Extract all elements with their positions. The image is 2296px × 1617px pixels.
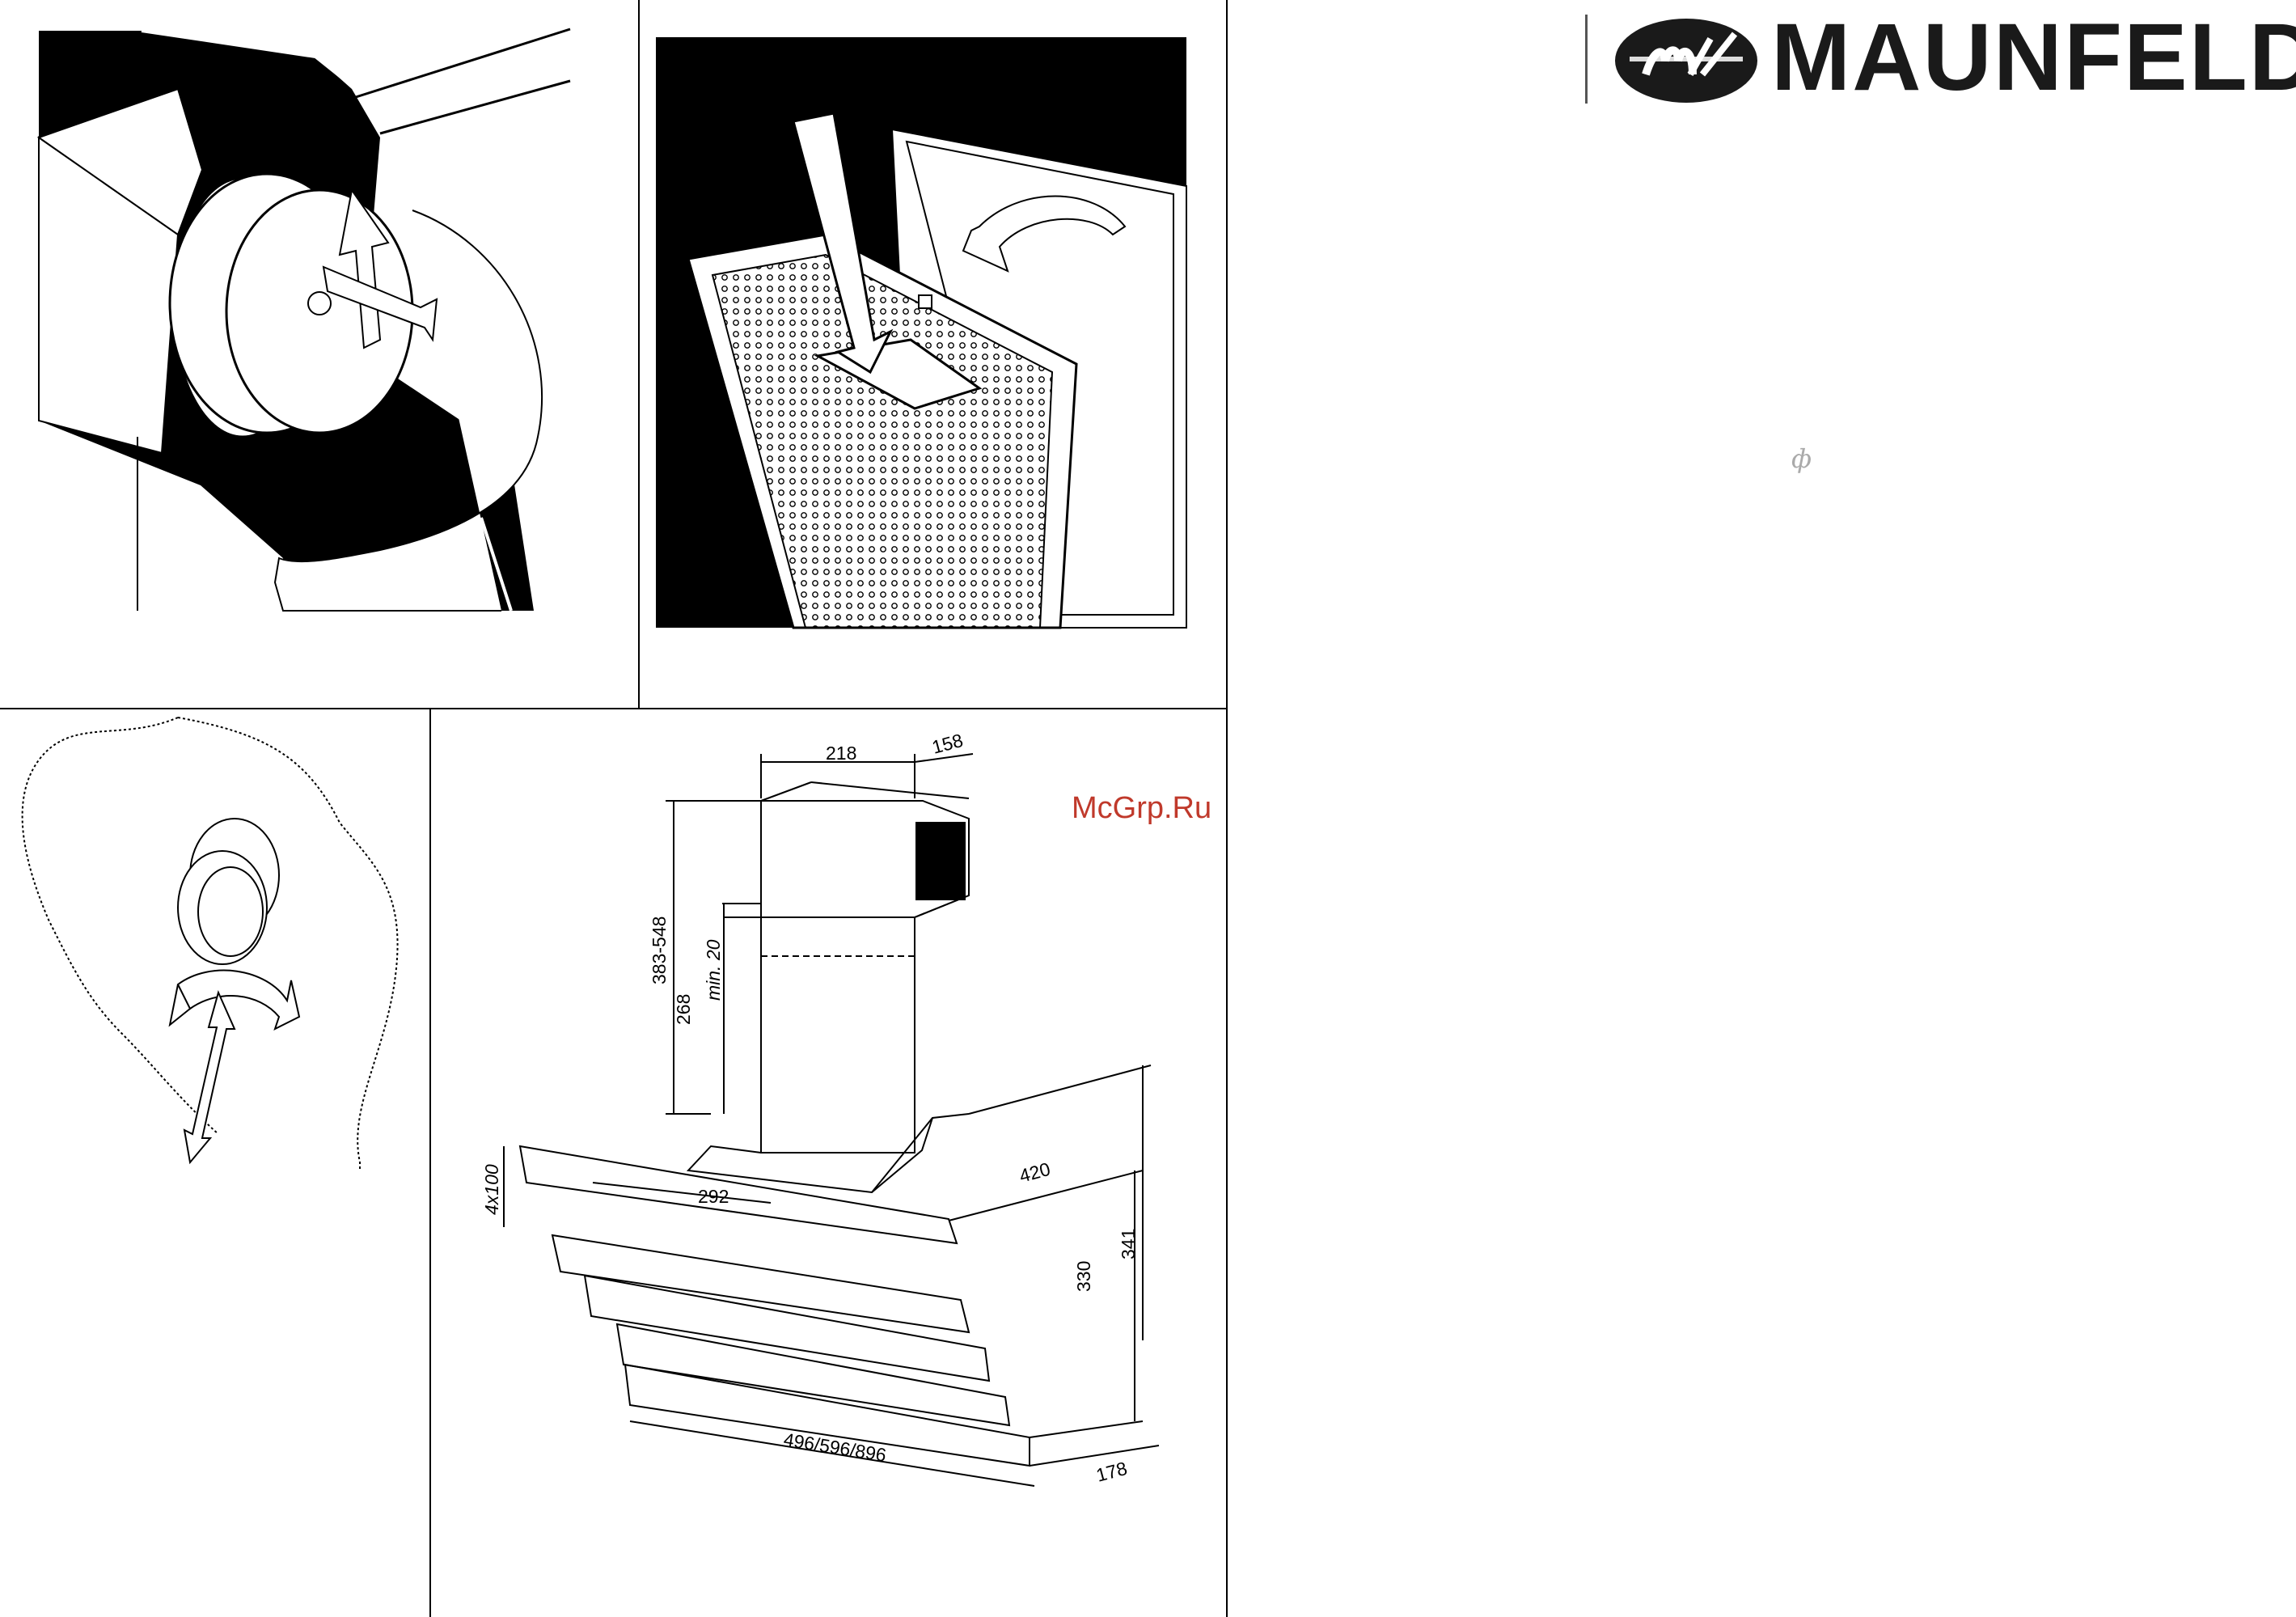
- dim-outlet: 4x100: [481, 1164, 502, 1215]
- fan-motor-illustration: [0, 0, 640, 709]
- dim-overlap: min. 20: [703, 939, 724, 1001]
- dim-chimney-width: 218: [826, 743, 856, 764]
- dim-body-height: 330: [1073, 1261, 1094, 1292]
- logo-divider: [1585, 15, 1588, 104]
- dim-bracket-spacing: 292: [698, 1186, 729, 1207]
- dim-chimney-height: 383-548: [649, 916, 670, 984]
- dim-depth: 420: [1017, 1158, 1053, 1187]
- panel-grease-filter: [638, 0, 1228, 709]
- panel-dimensions: 218 158 383-548 268 min. 20 4x100 292 42…: [429, 708, 1228, 1617]
- small-mark: ф: [1791, 443, 1812, 474]
- brand-name: MAUNFELD: [1771, 5, 2296, 110]
- dim-widths: 496/596/896: [782, 1429, 887, 1466]
- watermark: McGrp.Ru: [1072, 791, 1211, 826]
- dim-chimney-depth: 158: [930, 730, 966, 758]
- motor-removal-illustration: [0, 709, 431, 1617]
- dimension-drawing: 218 158 383-548 268 min. 20 4x100 292 42…: [431, 709, 1228, 1617]
- dim-lower-chimney: 268: [673, 994, 694, 1025]
- panel-motor-removal: [0, 708, 431, 1617]
- maunfeld-logo-mark: [1613, 16, 1759, 105]
- panel-fan-motor: [0, 0, 640, 709]
- filter-illustration: [640, 0, 1228, 709]
- dim-bottom-depth: 178: [1094, 1458, 1130, 1486]
- dim-overall-height: 341: [1118, 1229, 1139, 1259]
